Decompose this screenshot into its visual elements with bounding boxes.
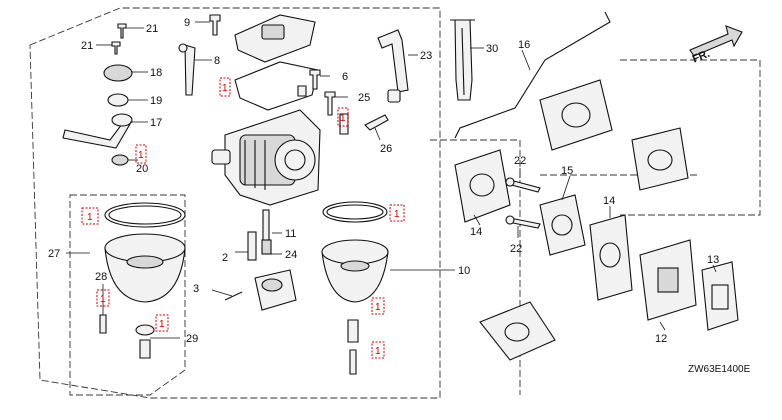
callout-10: 10 [458,265,470,277]
bowl-bolt-left [139,339,151,359]
callout-8: 8 [214,55,220,67]
ref-mark-bowl-washer: 1 [375,346,381,357]
ref-mark-bowl-gasket-left: 1 [87,212,93,223]
leader-lines [66,21,717,339]
callout-21-top: 21 [146,23,158,35]
callout-22-upper: 22 [514,155,526,167]
carb-gasket-15 [539,194,586,256]
lower-gasket [479,301,556,361]
screw-small [111,41,121,55]
bowl-gasket-right [322,201,388,223]
callout-3: 3 [193,283,199,295]
callout-30: 30 [486,43,498,55]
callout-9: 9 [184,17,190,29]
bowl-screw-right [347,319,359,343]
jet-holder [261,239,272,255]
insulator-gasket-far [631,127,689,191]
callout-13: 13 [707,254,719,266]
adjust-screw [309,69,321,90]
ref-mark-bowl-gasket-right: 1 [394,209,400,220]
callout-24: 24 [285,249,297,261]
ref-mark-bowl-bolt: 1 [159,319,165,330]
carburetor-body [211,109,321,206]
main-jet [247,231,257,261]
choke-o-ring [111,154,129,166]
callout-29: 29 [186,333,198,345]
callout-23: 23 [420,50,432,62]
callout-25: 25 [358,92,370,104]
float-bowl-right [321,251,389,303]
ref-mark-choke-o-ring: 1 [138,150,144,161]
callout-12: 12 [655,333,667,345]
screw-top [117,23,127,39]
choke-washer [103,64,133,82]
bowl-gasket-left [104,202,186,228]
top-bolt [209,14,221,36]
ref-mark-cover-gasket: 1 [222,83,228,94]
callout-22-lower: 22 [510,243,522,255]
drain-screw [364,114,389,131]
insulator-gasket-upper [539,79,613,151]
callout-14-left: 14 [470,226,482,238]
callout-14-right: 14 [603,195,615,207]
callout-labels: 21 21 18 19 17 20 9 8 23 6 25 26 30 16 1… [48,17,719,345]
insulator-plate [454,149,511,223]
choke-seal [107,93,129,107]
callout-16: 16 [518,39,530,51]
front-arrow-icon [689,25,743,57]
callout-19: 19 [150,95,162,107]
bowl-drain-screw-left [99,314,107,334]
callout-17: 17 [150,117,162,129]
control-rod [454,11,611,139]
callout-26: 26 [380,143,392,155]
pilot-screw [324,91,336,116]
cover-gasket [234,61,319,111]
ref-mark-pilot-screw: 1 [340,113,346,124]
float-bowl-left [104,247,186,303]
callout-20: 20 [136,163,148,175]
float-pin [224,291,243,301]
insulator-14 [589,214,633,301]
callout-2: 2 [222,252,228,264]
throttle-lever [184,44,196,96]
ref-mark-bowl-screw: 1 [375,302,381,313]
callout-27: 27 [48,248,60,260]
callout-28: 28 [95,271,107,283]
callout-21-left: 21 [81,40,93,52]
choke-collar [111,113,133,127]
callout-6: 6 [342,71,348,83]
ref-mark-drain-screw: 1 [100,294,106,305]
diagram-code: ZW63E1400E [688,364,751,375]
gasket-13 [701,261,739,331]
reference-markers: 1 1 1 1 1 1 1 1 1 [81,77,405,359]
callout-11: 11 [285,228,296,240]
fuel-hose [377,29,409,93]
callout-18: 18 [150,67,162,79]
callout-15: 15 [561,165,573,177]
